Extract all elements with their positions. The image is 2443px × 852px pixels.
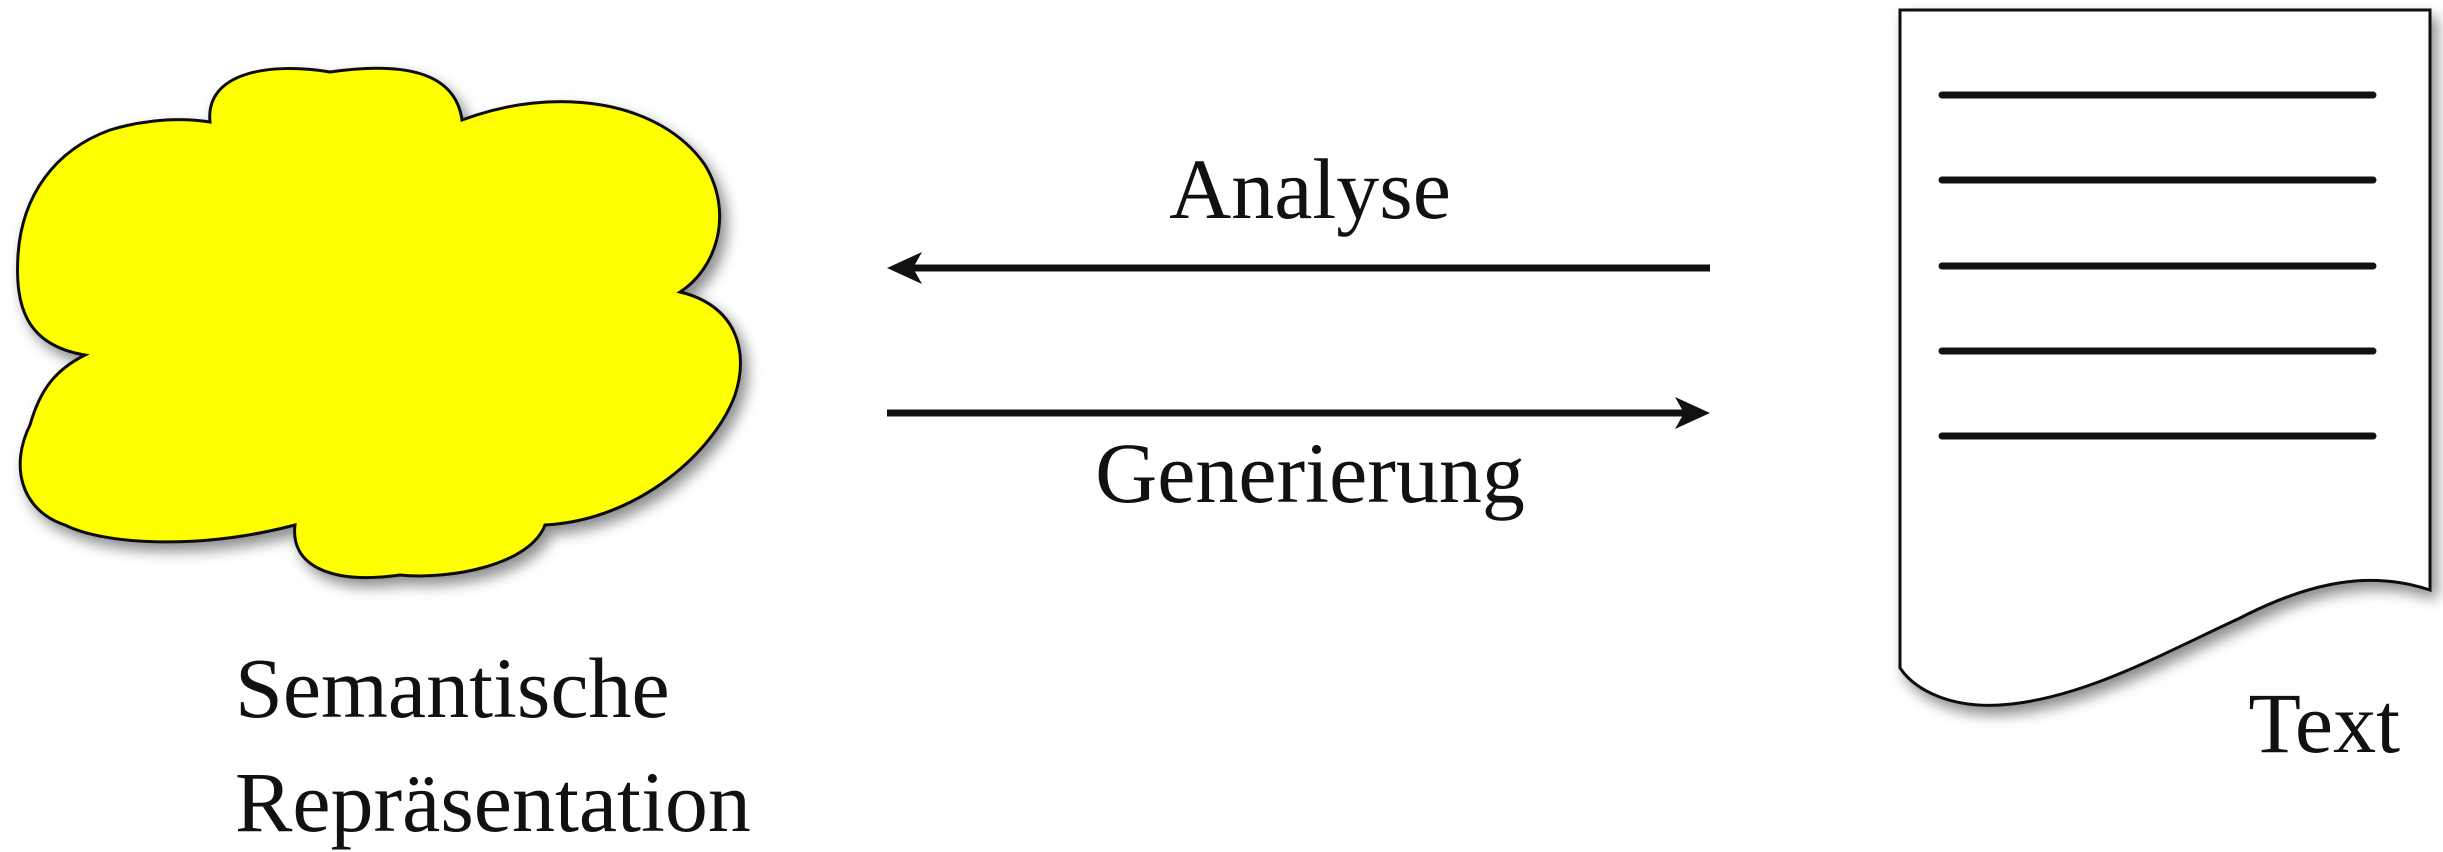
analysis-arrow [887, 252, 1710, 284]
arrow-head-right-icon [1675, 397, 1710, 429]
cloud-label-line1: Semantische [235, 640, 670, 736]
cloud-label-line2: Repräsentation [235, 754, 751, 850]
analysis-label: Analyse [1169, 141, 1451, 237]
generation-label: Generierung [1095, 425, 1525, 521]
document-icon [1898, 8, 2432, 707]
arrow-head-left-icon [887, 252, 922, 284]
generation-arrow [887, 397, 1710, 429]
cloud-icon [16, 66, 742, 580]
document-label: Text [2248, 675, 2400, 771]
